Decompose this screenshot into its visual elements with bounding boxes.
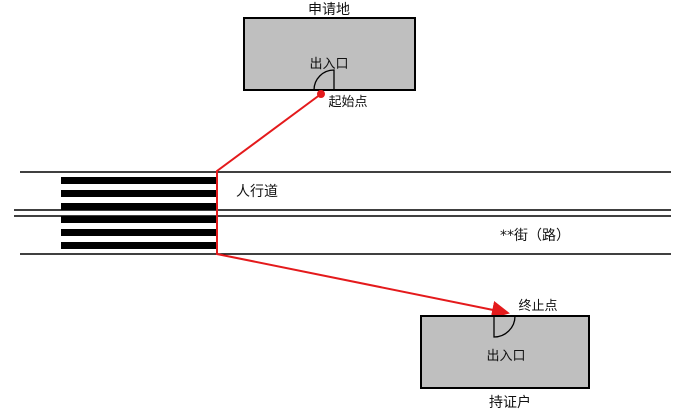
holder-site-title: 持证户 bbox=[489, 394, 531, 411]
applicant-building bbox=[243, 17, 416, 91]
crosswalk-stripe bbox=[61, 216, 217, 223]
crosswalk-stripe bbox=[61, 242, 217, 249]
route-path bbox=[216, 93, 510, 319]
crosswalk-stripe bbox=[61, 190, 217, 197]
crosswalk-stripe bbox=[61, 177, 217, 184]
end-point-label: 终止点 bbox=[518, 298, 557, 314]
applicant-site-title: 申请地 bbox=[308, 2, 350, 18]
applicant-door-icon bbox=[313, 69, 335, 91]
crosswalk bbox=[61, 177, 217, 249]
crosswalk-stripe bbox=[61, 203, 217, 210]
start-point-label: 起始点 bbox=[328, 95, 367, 110]
holder-building bbox=[420, 315, 590, 389]
sidewalk-label: 人行道 bbox=[236, 184, 278, 200]
holder-entrance-label: 出入口 bbox=[486, 349, 525, 364]
crosswalk-stripe bbox=[61, 229, 217, 236]
street-label: **街（路） bbox=[500, 228, 570, 244]
holder-door-icon bbox=[493, 315, 516, 338]
applicant-entrance-label: 出入口 bbox=[309, 57, 348, 72]
